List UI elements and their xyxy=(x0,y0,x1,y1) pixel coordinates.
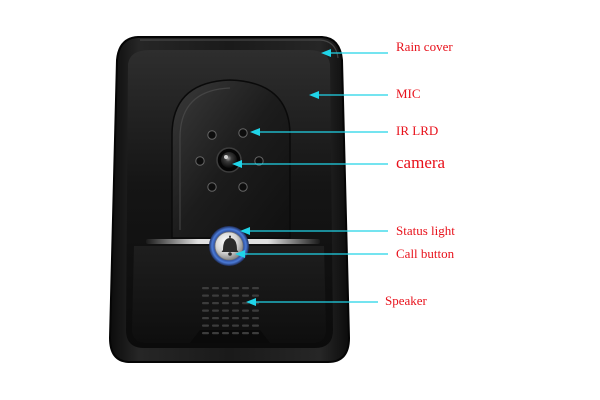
speaker-hole xyxy=(222,332,229,335)
ir-led xyxy=(207,130,217,140)
speaker-hole xyxy=(242,302,249,305)
speaker-hole xyxy=(202,324,209,327)
speaker-hole xyxy=(202,332,209,335)
speaker-hole xyxy=(252,324,259,327)
label-ir-led: IR LRD xyxy=(396,123,439,138)
ir-led xyxy=(254,156,264,166)
doorbell-device xyxy=(108,36,351,363)
speaker-hole xyxy=(212,332,219,335)
bell-icon xyxy=(221,235,239,256)
speaker-hole xyxy=(242,287,249,290)
speaker-hole xyxy=(212,309,219,312)
label-call-button: Call button xyxy=(396,246,455,261)
speaker-hole xyxy=(232,324,239,327)
speaker-hole xyxy=(242,294,249,297)
speaker-grille xyxy=(202,287,259,335)
speaker-hole xyxy=(222,302,229,305)
leader-line-status-light xyxy=(240,227,388,235)
speaker-hole xyxy=(232,309,239,312)
speaker-hole xyxy=(252,287,259,290)
speaker-hole xyxy=(242,317,249,320)
speaker-hole xyxy=(242,332,249,335)
speaker-hole xyxy=(232,332,239,335)
ir-led xyxy=(238,128,248,138)
speaker-notch xyxy=(190,330,270,343)
speaker-hole xyxy=(212,324,219,327)
speaker-hole xyxy=(232,302,239,305)
speaker-hole xyxy=(242,324,249,327)
speaker-hole xyxy=(252,317,259,320)
ir-led xyxy=(195,156,205,166)
camera-panel-highlight xyxy=(179,87,231,230)
leader-line-ir-led xyxy=(250,128,388,136)
speaker-hole xyxy=(242,309,249,312)
label-mic: MIC xyxy=(396,86,421,101)
label-speaker: Speaker xyxy=(385,293,427,308)
call-button[interactable] xyxy=(209,226,249,266)
leader-line-mic xyxy=(309,91,388,99)
speaker-hole xyxy=(222,324,229,327)
ir-led xyxy=(207,182,217,192)
speaker-hole xyxy=(252,332,259,335)
leader-line-camera xyxy=(232,160,388,168)
lower-panel xyxy=(132,246,326,343)
speaker-hole xyxy=(212,287,219,290)
label-rain-cover: Rain cover xyxy=(396,39,453,54)
speaker-hole xyxy=(222,317,229,320)
speaker-hole xyxy=(252,309,259,312)
speaker-hole xyxy=(232,287,239,290)
leader-line-rain-cover xyxy=(321,49,388,57)
label-camera: camera xyxy=(396,153,446,172)
speaker-hole xyxy=(212,302,219,305)
leader-line-call-button xyxy=(235,250,388,258)
speaker-hole xyxy=(212,317,219,320)
speaker-hole xyxy=(212,294,219,297)
speaker-hole xyxy=(222,287,229,290)
speaker-hole xyxy=(202,317,209,320)
ir-led-group xyxy=(195,128,264,192)
label-status-light: Status light xyxy=(396,223,455,238)
speaker-hole xyxy=(222,294,229,297)
speaker-hole xyxy=(252,294,259,297)
camera-lens xyxy=(216,147,242,173)
speaker-hole xyxy=(202,294,209,297)
speaker-hole xyxy=(202,302,209,305)
leader-line-speaker xyxy=(246,298,378,306)
speaker-hole xyxy=(222,309,229,312)
speaker-hole xyxy=(232,317,239,320)
speaker-hole xyxy=(202,309,209,312)
ir-led xyxy=(238,182,248,192)
leader-lines xyxy=(232,49,388,306)
rain-cover-rim xyxy=(140,39,339,59)
speaker-hole xyxy=(232,294,239,297)
speaker-hole xyxy=(202,287,209,290)
